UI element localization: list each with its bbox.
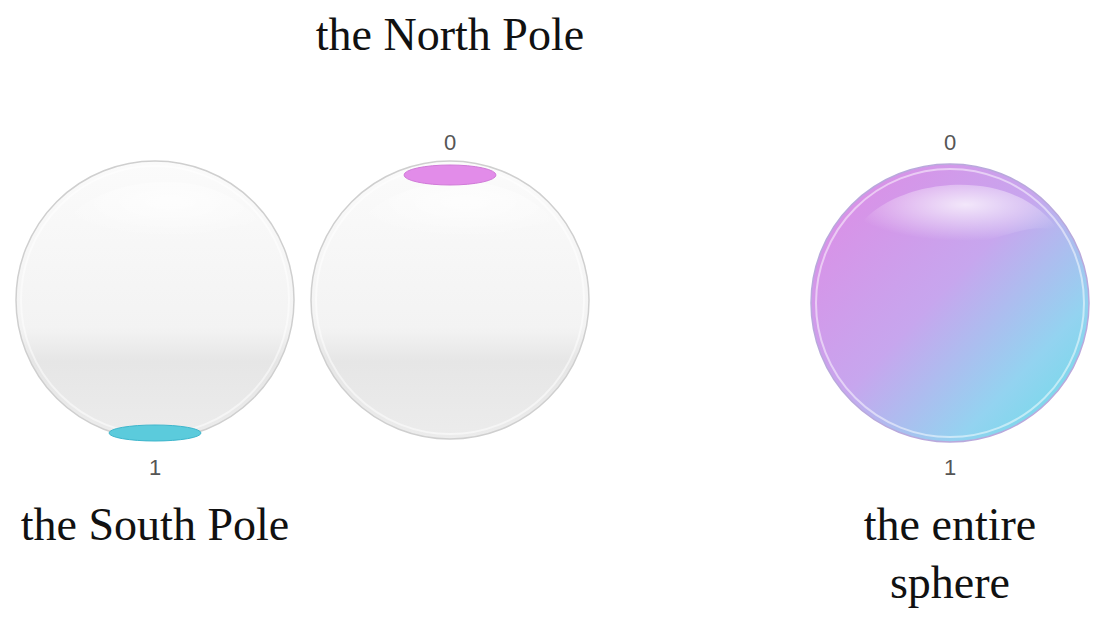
sphere-caption: the entire sphere <box>815 496 1085 612</box>
south-pole-patch <box>109 425 201 441</box>
sphere-body <box>311 161 589 439</box>
sphere-illustration <box>15 160 295 440</box>
sphere-illustration <box>810 163 1090 443</box>
sphere-body <box>16 161 294 439</box>
pole-value: 1 <box>135 454 175 482</box>
sphere-node: 1the South Pole <box>15 160 295 440</box>
sphere-caption: the South Pole <box>20 496 290 554</box>
sphere-node: the North Pole0 <box>310 160 590 440</box>
pole-value: 1 <box>930 454 970 482</box>
pole-value: 0 <box>430 129 470 157</box>
sphere-rim <box>816 169 1084 437</box>
sphere-caption: the North Pole <box>315 6 585 64</box>
north-pole-patch <box>404 165 496 185</box>
pole-value: 0 <box>930 129 970 157</box>
sphere-rim <box>316 166 584 434</box>
sphere-body <box>811 164 1089 442</box>
sphere-node: 01the entire sphere <box>810 163 1090 443</box>
sphere-illustration <box>310 160 590 440</box>
sphere-rim <box>21 166 289 434</box>
